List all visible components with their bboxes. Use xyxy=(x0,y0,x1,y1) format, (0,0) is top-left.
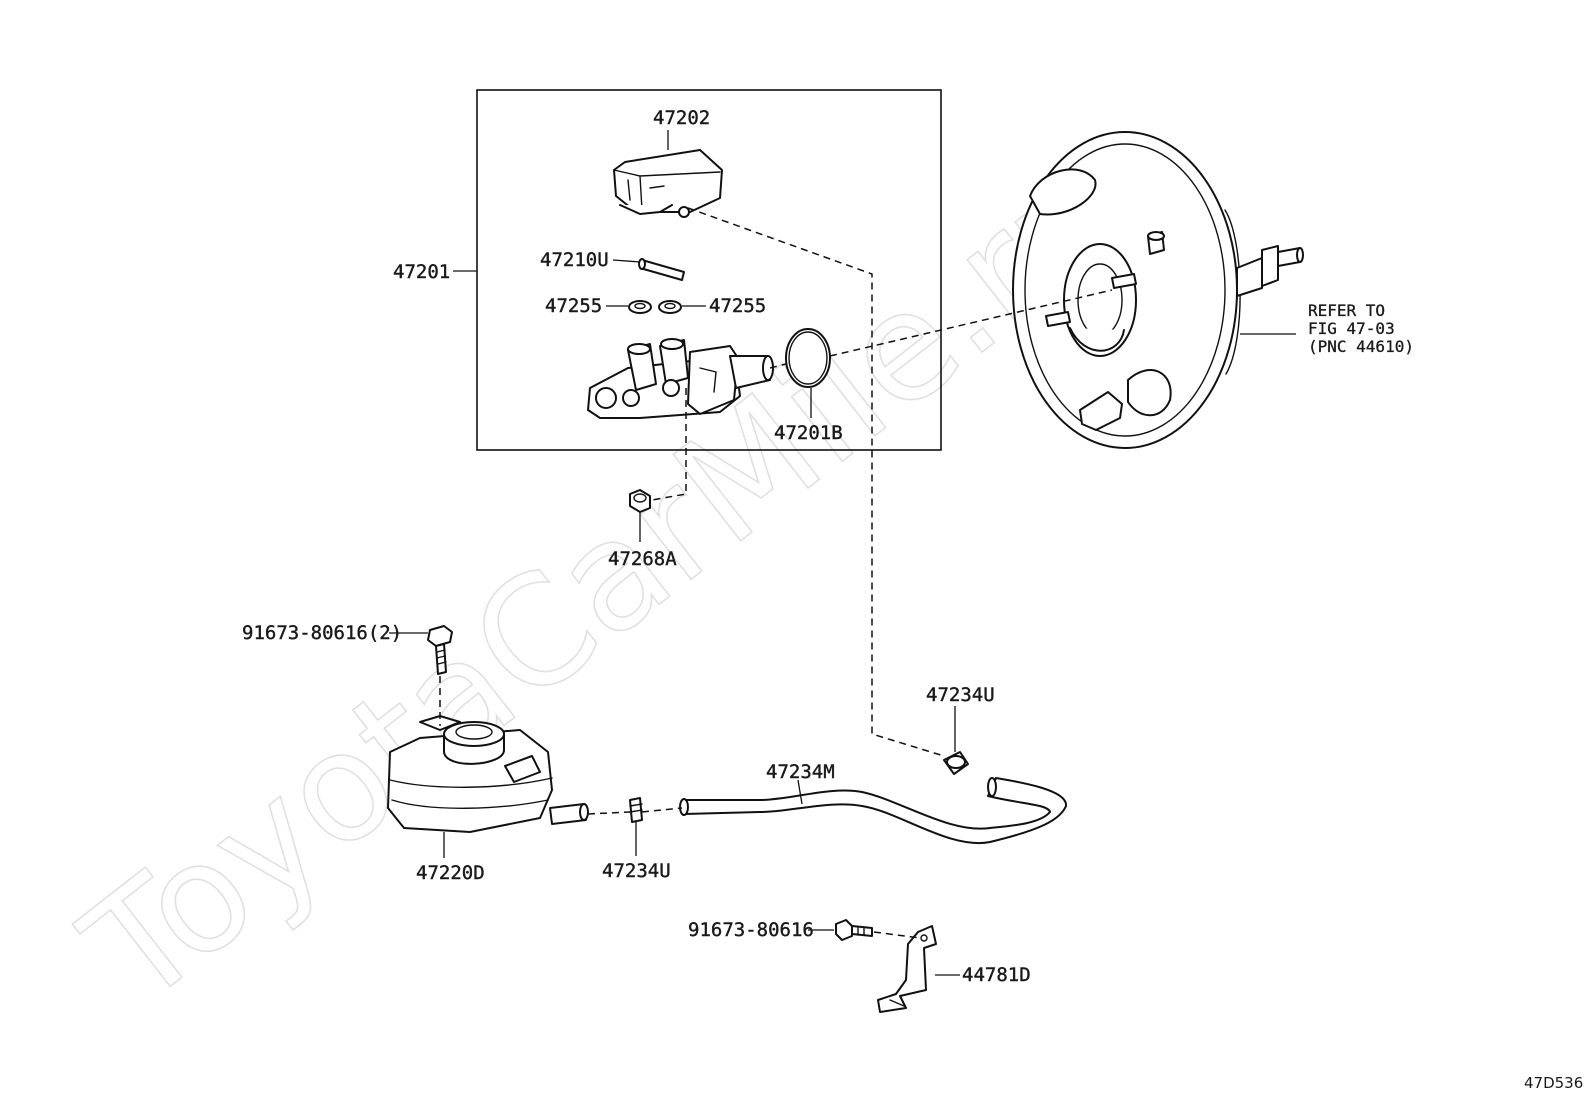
part-47210U-pin[interactable] xyxy=(638,258,685,281)
guide-cap-to-hose xyxy=(687,207,945,757)
label-47234U-upper: 47234U xyxy=(926,684,995,706)
label-47234U-lower: 47234U xyxy=(602,860,671,882)
label-47255-left: 47255 xyxy=(545,295,602,317)
bolt-91673-80616-bottom[interactable] xyxy=(835,919,873,941)
label-47210U: 47210U xyxy=(540,249,609,271)
label-47201B: 47201B xyxy=(774,422,843,444)
label-47202: 47202 xyxy=(653,107,710,129)
part-47255-grommet-left[interactable] xyxy=(628,300,652,314)
guide-cylinder-to-booster xyxy=(769,289,1113,369)
diagram-code: 47D536 xyxy=(1524,1074,1583,1092)
label-bolt-bottom: 91673-80616 xyxy=(688,919,814,941)
label-47220D: 47220D xyxy=(416,862,485,884)
part-47220D-reservoir[interactable] xyxy=(387,715,589,833)
refer-line-2: FIG 47-03 xyxy=(1308,319,1395,338)
part-47268A-nut[interactable] xyxy=(629,489,651,513)
label-47201: 47201 xyxy=(393,261,450,283)
assembly-frame xyxy=(476,89,942,451)
refer-line-1: REFER TO xyxy=(1308,301,1385,320)
leader-lines xyxy=(389,130,1296,976)
master-cylinder-body[interactable] xyxy=(587,338,774,419)
guide-bolt-to-bracket xyxy=(873,931,921,939)
part-47202-reservoir-top[interactable] xyxy=(613,149,723,218)
brake-booster[interactable] xyxy=(1012,131,1304,449)
bolt-91673-80616-top[interactable] xyxy=(427,625,453,675)
part-47234U-clip-upper[interactable] xyxy=(943,751,969,775)
guide-reservoir-to-hose xyxy=(587,807,683,815)
part-44781D-bracket[interactable] xyxy=(877,925,937,1013)
label-47234M: 47234M xyxy=(766,761,835,783)
label-47255-right: 47255 xyxy=(709,295,766,317)
refer-line-3: (PNC 44610) xyxy=(1308,337,1414,356)
label-44781D: 44781D xyxy=(962,964,1031,986)
label-bolt-top: 91673-80616(2) xyxy=(242,622,402,644)
part-47255-grommet-right[interactable] xyxy=(658,300,682,314)
label-47268A: 47268A xyxy=(608,548,677,570)
part-47234M-hose[interactable] xyxy=(679,777,1067,845)
part-47234U-clip-lower[interactable] xyxy=(629,797,643,823)
part-47201B-o-ring[interactable] xyxy=(785,328,831,388)
